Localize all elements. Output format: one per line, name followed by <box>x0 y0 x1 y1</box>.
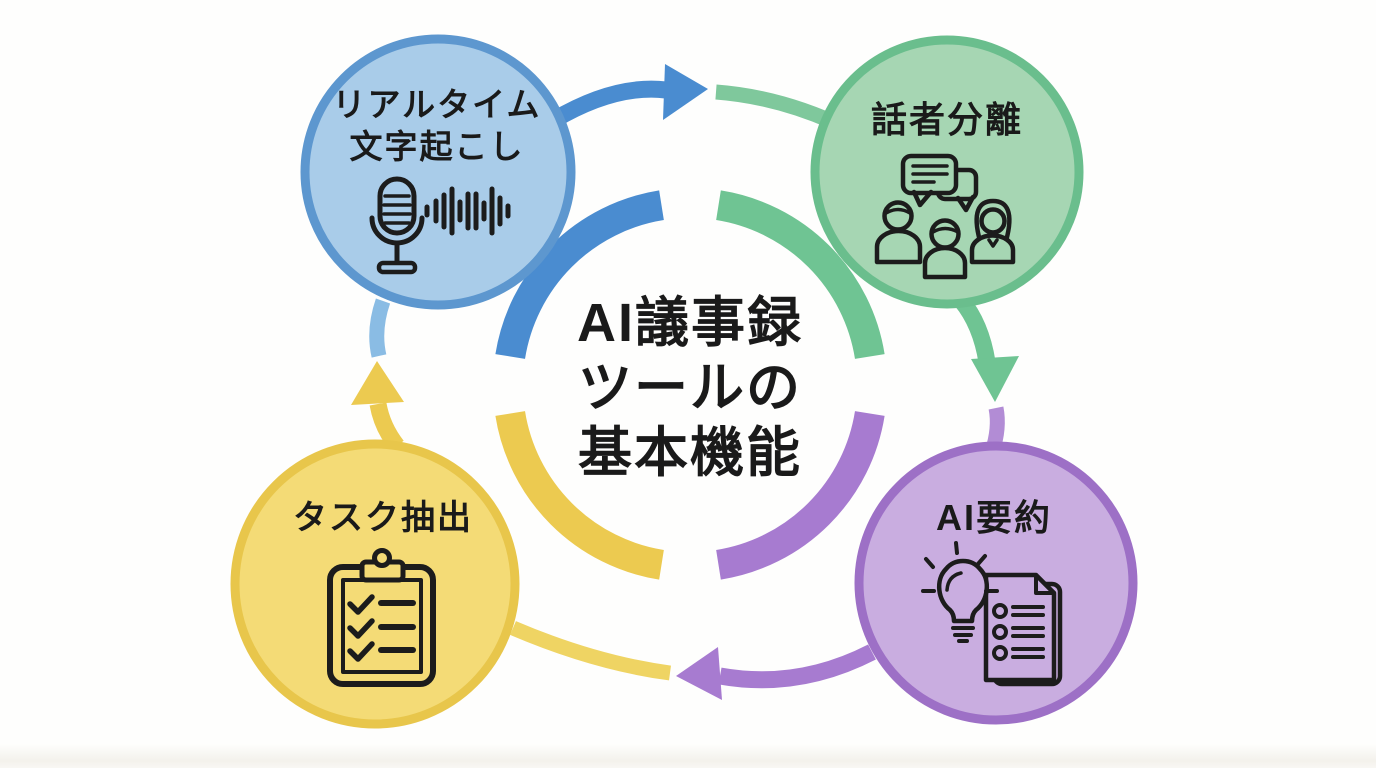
title-line-3: 基本機能 <box>578 423 802 483</box>
ring-arc-blue <box>495 190 665 360</box>
lightbulb-icon <box>937 558 989 624</box>
microphone-waveform-icon <box>369 176 511 275</box>
node-label-line: リアルタイム <box>332 86 542 123</box>
mic-base <box>376 260 418 275</box>
speech-bubble-large-tail <box>911 189 934 208</box>
person-body-right <box>969 233 1016 265</box>
arrowheads <box>351 64 1019 700</box>
arrow-tail-top <box>549 80 667 128</box>
ray <box>924 557 935 569</box>
document-fold-corner <box>1034 573 1056 595</box>
person-collar-right <box>987 238 999 248</box>
segmented-ring <box>495 190 885 580</box>
ring-arc-green <box>715 190 885 360</box>
lightbulb-document-icon <box>921 541 1063 687</box>
connector-into-task-extraction <box>510 621 671 681</box>
arrowhead-down-icon <box>971 356 1019 402</box>
checklist-bullet <box>992 624 1008 640</box>
checkmark-icon <box>347 641 375 662</box>
clipboard-clip-ring <box>372 548 392 568</box>
arrow-tail-right <box>954 294 996 364</box>
person-head-center <box>929 218 961 250</box>
lightbulb-shine <box>945 571 963 592</box>
node-label-line: 話者分離 <box>870 99 1024 140</box>
title-line-2: ツールの <box>578 358 802 418</box>
background-bottom-shade <box>0 744 1376 768</box>
node-label-line: AI要約 <box>935 497 1053 538</box>
person-hairline-left <box>884 207 912 215</box>
node-label-speaker-separation: 話者分離 <box>871 100 1023 140</box>
arrow-tail-bottom <box>718 644 876 689</box>
arrowhead-top-right-icon <box>663 64 708 120</box>
person-body-left <box>874 228 923 265</box>
diagram-title: AI議事録 ツールの 基本機能 <box>577 291 803 486</box>
arrowhead-left-icon <box>676 647 722 700</box>
connector-into-realtime-transcription <box>369 298 391 358</box>
checkmark-icon <box>347 618 375 639</box>
person-body-center <box>922 245 968 280</box>
ray <box>976 554 987 566</box>
node-label-ai-summary: AI要約 <box>936 498 1052 538</box>
audio-waveform <box>424 186 511 236</box>
node-label-realtime-transcription: リアルタイム 文字起こし <box>332 84 541 168</box>
node-circle-realtime-transcription <box>300 34 576 310</box>
ring-arc-purple <box>715 410 885 580</box>
person-head-right <box>979 207 1007 235</box>
node-label-line: 文字起こし <box>349 128 525 165</box>
lightbulb-rays <box>921 541 999 593</box>
person-hairline-center <box>931 226 960 234</box>
checklist-bullet <box>992 603 1008 619</box>
node-label-task-extraction: タスク抽出 <box>293 499 473 537</box>
clipboard-checklist-icon <box>327 548 436 687</box>
arrowhead-up-icon <box>351 361 404 405</box>
ring-arc-yellow <box>495 410 665 580</box>
speech-bubbles-people-icon <box>874 153 1016 280</box>
checklist-bullet <box>992 645 1008 661</box>
person-head-left <box>882 200 914 232</box>
node-label-line: タスク抽出 <box>293 499 473 537</box>
checkmark-icon <box>347 594 375 615</box>
title-line-1: AI議事録 <box>577 293 803 353</box>
speech-bubble-small-tail <box>955 194 976 213</box>
ray <box>954 541 959 555</box>
